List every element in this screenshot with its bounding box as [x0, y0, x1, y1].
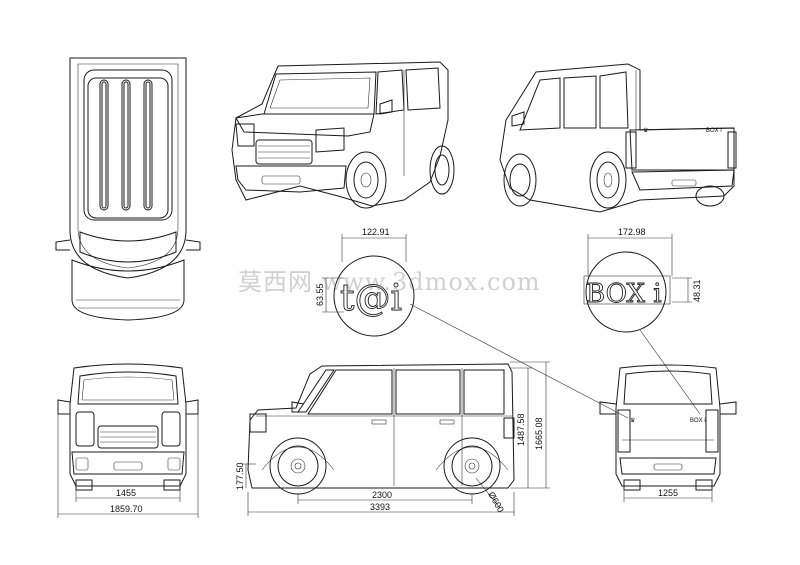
rear-perspective-view: ♛ BOX i [499, 63, 737, 213]
rear-badge-letters: BOX i [586, 279, 662, 309]
dim-rear-badge-height: 48.31 [692, 279, 702, 302]
front-perspective-view [231, 61, 455, 209]
front-badge-detail: t@i 122.91 63.55 [315, 227, 415, 337]
rear-perspective-wheel-far [503, 153, 537, 207]
watermark: 莫西网 www.3dmox.com [238, 268, 541, 296]
rear-perspective-badge-right: BOX i [706, 128, 722, 134]
dim-height-total: 1665.08 [534, 417, 544, 450]
dim-height-roof: 1487.58 [516, 413, 526, 446]
rear-badge-detail: BOX i 172.98 48.31 [583, 227, 702, 333]
side-rear-wheel [443, 437, 501, 495]
rear-orthographic-view: ♛ BOX i 1255 [599, 364, 737, 502]
leader-rear-badge [639, 329, 701, 415]
dim-front-badge-width: 122.91 [362, 227, 390, 237]
rear-perspective-badge-left: ♛ [643, 127, 648, 134]
rear-perspective-wheel-right [695, 185, 725, 207]
dim-front-track: 1455 [116, 488, 136, 498]
dim-wheelbase: 2300 [372, 490, 392, 500]
dim-rear-track: 1255 [658, 488, 678, 498]
rear-view-badge-left: ♛ [630, 417, 635, 424]
dim-rear-badge-width: 172.98 [618, 227, 646, 237]
side-front-wheel [269, 437, 327, 495]
dim-length: 3393 [370, 502, 390, 512]
dim-wheel-diameter: Ø600 [486, 490, 506, 514]
rear-perspective-wheel-near [589, 151, 627, 209]
dim-ground-clearance: 177.50 [235, 462, 245, 490]
rear-wheel [429, 145, 455, 195]
dim-front-badge-height: 63.55 [315, 283, 325, 306]
front-wheel [345, 151, 387, 209]
rear-view-badge-right: BOX i [690, 418, 706, 424]
front-badge-letters: t@i [340, 278, 402, 319]
leader-front-badge [409, 303, 629, 419]
side-orthographic-view: 2300 3393 177.50 1487.58 1665.08 Ø600 [235, 361, 550, 516]
top-view [55, 57, 201, 321]
dim-front-width: 1859.70 [110, 504, 143, 514]
front-orthographic-view: 1455 1859.70 [57, 363, 199, 518]
